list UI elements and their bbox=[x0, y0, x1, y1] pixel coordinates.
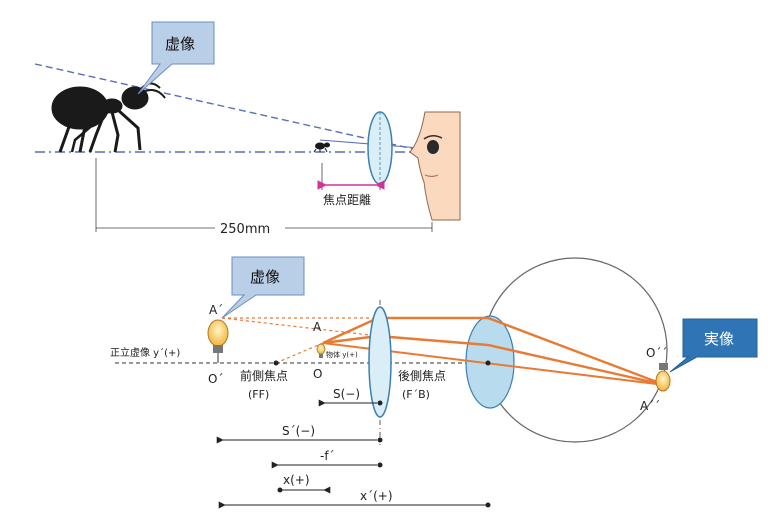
label-object: 物体 y(+) bbox=[326, 350, 358, 359]
label-x: x(+) bbox=[283, 473, 310, 487]
label-A: A bbox=[313, 320, 322, 334]
label-S: S(−) bbox=[333, 387, 360, 401]
ant-small-icon bbox=[313, 142, 330, 153]
rear-focus-point bbox=[485, 360, 491, 366]
label-O-double-prime: O´´ bbox=[646, 346, 667, 360]
distance-250-label: 250mm bbox=[220, 222, 270, 237]
label-front-focus-sym: (FF) bbox=[248, 388, 269, 401]
label-O: O bbox=[313, 367, 322, 381]
label-S-prime: S´(−) bbox=[282, 424, 315, 438]
label-front-focus: 前側焦点 bbox=[240, 368, 288, 383]
bottom-virtual-label: 虚像 bbox=[250, 268, 280, 286]
top-virtual-label: 虚像 bbox=[165, 35, 195, 53]
front-focus-point bbox=[273, 360, 279, 366]
label-A-prime: A´ bbox=[209, 303, 223, 317]
real-ray-2 bbox=[322, 334, 666, 387]
label-rear-focus: 後側焦点 bbox=[398, 369, 446, 383]
real-bulb-icon bbox=[655, 363, 671, 392]
face-icon bbox=[409, 111, 461, 221]
object-bulb-icon bbox=[316, 343, 326, 358]
label-A-double-prime: A´´ bbox=[640, 399, 660, 413]
bottom-lens bbox=[368, 306, 392, 418]
top-virtual-callout: 虚像 bbox=[137, 21, 215, 95]
real-callout-label: 実像 bbox=[704, 330, 734, 348]
label-O-prime: O´ bbox=[208, 372, 223, 386]
real-callout: 実像 bbox=[669, 318, 758, 373]
bottom-virtual-callout: 虚像 bbox=[221, 256, 305, 319]
virtual-bulb-icon bbox=[207, 319, 229, 363]
label-neg-f-prime: -f´ bbox=[320, 449, 335, 463]
virtual-ray-2 bbox=[221, 317, 379, 337]
ant-large-icon bbox=[51, 82, 166, 153]
real-ray-1 bbox=[322, 316, 666, 387]
virtual-ray-3 bbox=[275, 342, 324, 364]
label-rear-focus-sym: (F´B) bbox=[402, 388, 430, 401]
focal-distance-label: 焦点距離 bbox=[323, 193, 371, 207]
label-erect-virtual: 正立虚像 y´(+) bbox=[110, 346, 180, 359]
label-x-prime: x´(+) bbox=[360, 489, 393, 503]
